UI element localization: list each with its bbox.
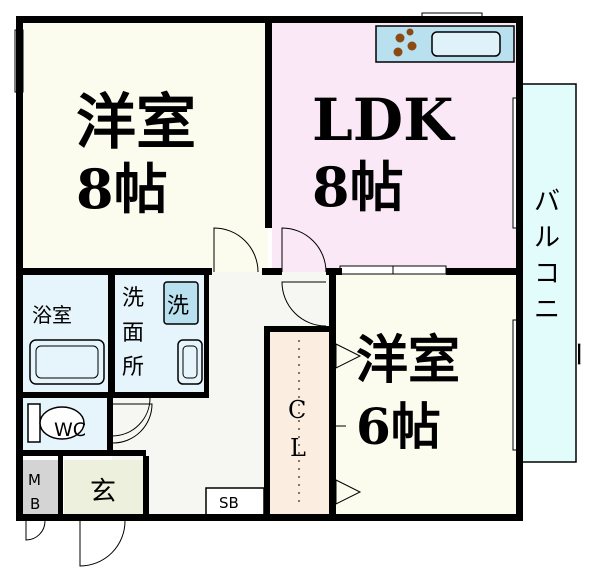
room-labels: 洋室 8帖 LDK 8帖 洋室 6帖 浴室 洗 面 所 洗 WC C L 玄 S…: [28, 86, 592, 513]
washroom-label-char: 洗: [122, 286, 144, 311]
wall-closet-north: [264, 326, 336, 332]
western-room-6-fill: [334, 272, 518, 516]
washer-pan-icon: [163, 281, 199, 325]
balcony-label-char: バ: [534, 187, 560, 217]
bathtub-inner-icon: [35, 345, 99, 379]
wall-closet-west: [264, 326, 270, 516]
closet-label-char: C: [288, 396, 306, 424]
washer-label: 洗: [167, 294, 189, 319]
wall-horizontal-mid: [262, 268, 282, 275]
kitchen-counter: [375, 25, 515, 63]
balcony-label-char: ル: [534, 223, 560, 253]
fixtures: [27, 281, 300, 517]
western-room-6-size: 6帖: [356, 397, 441, 456]
meterbox-label-char: M: [28, 471, 41, 489]
bathtub-icon: [29, 339, 105, 385]
wall-horizontal-left: [16, 268, 212, 275]
western-room-8-size: 8帖: [76, 157, 168, 221]
kitchen-sink-icon: [431, 31, 501, 57]
washroom-label-char: 所: [122, 355, 144, 380]
entrance-label: 玄: [90, 477, 116, 507]
meterbox-fill: [22, 460, 62, 516]
balcony-label-char: ニ: [534, 295, 560, 325]
wall-entrance-east: [143, 456, 149, 516]
door-arc-toilet: [112, 403, 153, 444]
wall-bath-south: [16, 392, 209, 398]
stove-burner-icon: [395, 33, 405, 43]
wall-closet-east: [329, 275, 336, 516]
ldk-size: 8帖: [312, 155, 404, 219]
door-closet-bottom-icon: [335, 479, 362, 505]
balcony-label-char: ー: [562, 341, 592, 367]
ldk-fill: [272, 22, 518, 272]
wall-horizontal-right: [326, 268, 342, 275]
stove-burner-icon: [393, 47, 403, 57]
entrance-fill: [64, 460, 146, 516]
door-arc-western6: [281, 281, 327, 327]
shoebox-outline: [205, 487, 265, 517]
wall-horizontal-east: [446, 268, 522, 275]
door-closet-top-icon: [335, 343, 362, 369]
stove-burner-icon: [406, 28, 414, 36]
wall-bath-east: [108, 275, 115, 395]
door-arc-western8: [213, 227, 259, 273]
washbasin-icon: [177, 339, 203, 385]
doors: [25, 227, 362, 567]
washbasin-inner-icon: [182, 345, 198, 379]
door-arc-meterbox: [25, 520, 46, 541]
door-arc-entrance: [79, 520, 126, 567]
balcony-fill: [520, 84, 576, 462]
toilet-bowl-icon: [39, 406, 85, 440]
wall-meterbox-east: [58, 456, 63, 516]
ldk-name: LDK: [312, 86, 456, 154]
shoebox-label: SB: [219, 494, 239, 512]
toilet-label: WC: [54, 419, 86, 441]
wall-south: [16, 514, 522, 521]
stove-burner-icon: [407, 41, 417, 51]
wall-wash-east: [204, 275, 209, 395]
western-room-8-name: 洋室: [76, 88, 196, 158]
toilet-tank-icon: [27, 403, 41, 443]
closet-label-char: L: [290, 434, 306, 462]
balcony-label-char: コ: [534, 259, 560, 289]
wall-toilet-east: [107, 398, 113, 452]
wall-toilet-south: [16, 450, 146, 456]
door-arc-ldk: [281, 227, 327, 273]
bath-label: 浴室: [32, 303, 72, 327]
washroom-label-char: 面: [122, 321, 144, 346]
balcony-outline: [519, 83, 577, 463]
western-room-6-name: 洋室: [356, 330, 460, 391]
wall-center-vertical: [265, 16, 272, 228]
door-arc-washroom: [111, 397, 151, 437]
meterbox-label-char: B: [30, 495, 40, 513]
